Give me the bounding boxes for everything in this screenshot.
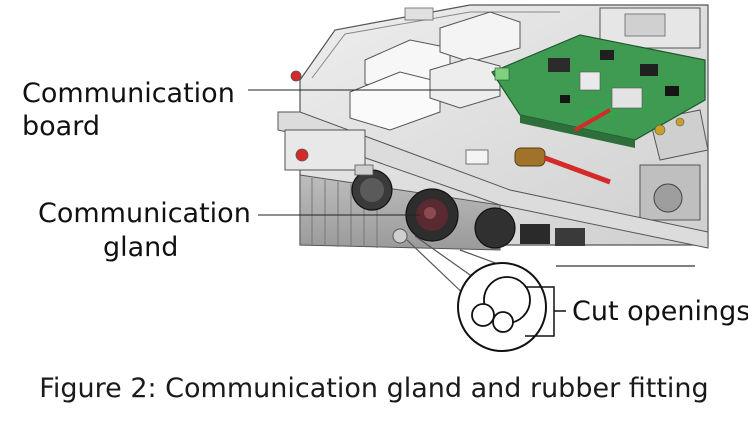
internal-components-right	[599, 7, 709, 221]
communication-board-label-line2: board	[22, 111, 100, 142]
cut-openings-detail	[457, 262, 566, 352]
communication-board-label-line1: Communication	[22, 78, 235, 109]
front-panel	[277, 111, 709, 249]
leader-lines	[248, 89, 695, 301]
communication-gland-label-line1: Communication	[38, 198, 251, 229]
figure-caption: Figure 2: Communication gland and rubber…	[39, 373, 709, 404]
white-modules	[349, 11, 521, 131]
communication-board-pcb	[491, 34, 706, 148]
communication-gland-label-line2: gland	[103, 232, 179, 263]
cut-openings-label: Cut openings	[572, 296, 748, 327]
internal-wiring	[514, 108, 611, 185]
gland-left	[351, 164, 393, 211]
communication-gland	[405, 188, 459, 242]
gland-right	[474, 207, 585, 249]
small-screw	[392, 228, 408, 244]
